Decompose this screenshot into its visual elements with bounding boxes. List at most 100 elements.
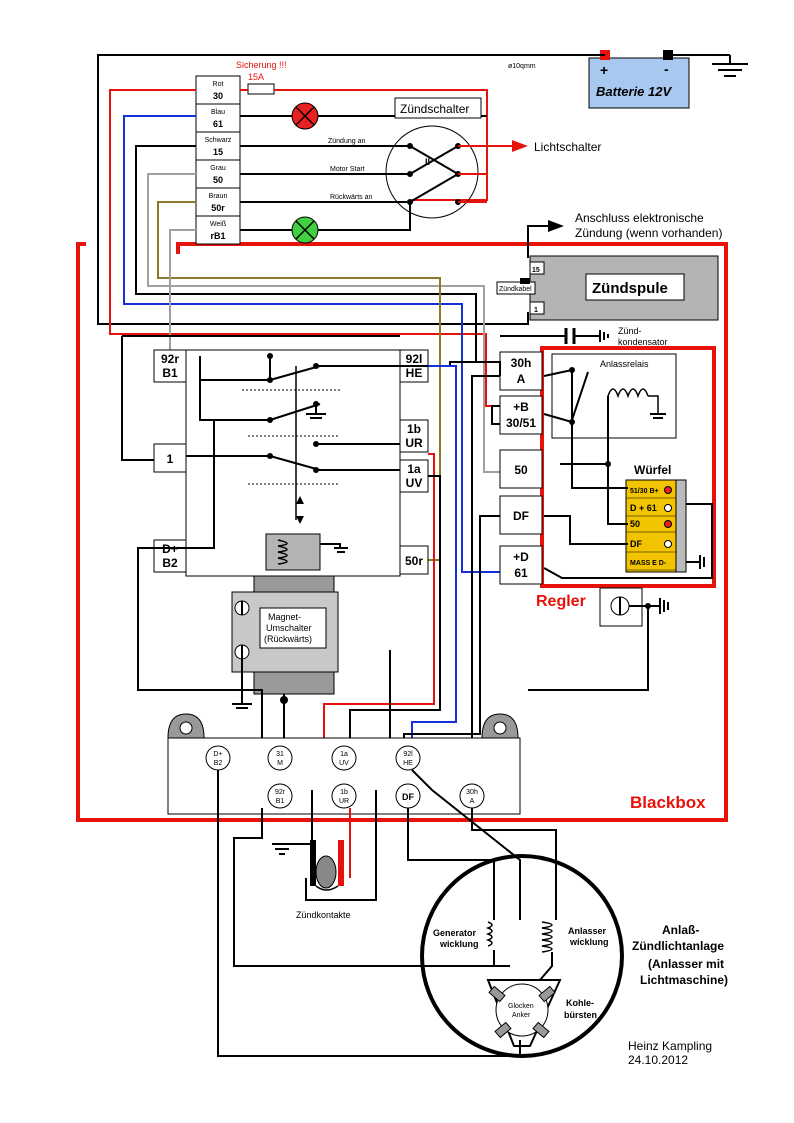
bottom-terminal-label: 31 — [276, 751, 284, 758]
switchbox-terminal-label: HE — [406, 366, 423, 380]
wire-color-name: Grau — [210, 165, 226, 172]
bottom-terminal-label: UR — [339, 798, 349, 805]
title-2: Zündlichtanlage — [632, 939, 724, 953]
wire-color-name: Weiß — [210, 221, 226, 228]
fuse-label: Sicherung !!! — [236, 60, 287, 70]
brushes-label-2: bürsten — [564, 1010, 597, 1020]
switchbox-terminal-label: B1 — [162, 366, 178, 380]
wire-color-term: rB1 — [210, 231, 225, 241]
arrow-right-icon — [512, 140, 528, 152]
ignition-contacts — [233, 790, 510, 967]
regler-terminal-label: DF — [513, 509, 529, 523]
title-4: Lichtmaschine) — [640, 973, 728, 987]
switchbox-terminal — [153, 349, 187, 383]
bottom-terminal-label: 92l — [403, 751, 413, 758]
bottom-terminal-label: A — [470, 798, 475, 805]
wire-color-name: Blau — [211, 109, 225, 116]
cube-terminal-dot — [664, 520, 672, 528]
magnet-label-1: Magnet- — [268, 612, 301, 622]
bottom-terminal-label: D+ — [213, 751, 222, 758]
regler-terminal-label: 30/51 — [506, 416, 536, 430]
bottom-terminal-label: UV — [339, 760, 349, 767]
switchbox-terminal-label: 92r — [161, 352, 179, 366]
wire-color-term: 15 — [213, 147, 223, 157]
bottom-terminal-label: B1 — [276, 798, 285, 805]
wire-color-block — [195, 75, 241, 245]
bottom-terminal-label: 92r — [275, 789, 286, 796]
cube-label: Würfel — [634, 463, 671, 477]
start-relay: Anlassrelais — [543, 353, 677, 467]
contacts-label: Zündkontakte — [296, 910, 351, 920]
regler-ground — [528, 587, 669, 691]
switchbox-terminal-label: 92l — [406, 352, 423, 366]
regler-terminal-label: 50 — [514, 463, 528, 477]
blackbox-outline — [76, 242, 728, 822]
regler-terminal — [499, 495, 543, 535]
ignition-on-label: Zündung an — [328, 138, 365, 145]
regler-terminal-label: +B — [513, 400, 529, 414]
switch-mark: II — [425, 157, 430, 167]
regler-label: Regler — [536, 593, 586, 610]
cable-label: ø10qmm — [508, 63, 536, 70]
regler-terminal — [499, 395, 543, 435]
date: 24.10.2012 — [628, 1053, 688, 1067]
switchbox-terminal — [153, 539, 187, 573]
cube-terminal-label: 50 — [630, 519, 640, 529]
switchbox-terminal-label: 50r — [405, 554, 423, 568]
bottom-terminal-label: 30h — [466, 789, 478, 796]
condenser-label-2: kondensator — [618, 337, 668, 347]
regler-terminal-label: +D — [513, 550, 529, 564]
switchbox-terminal — [153, 443, 187, 473]
fuse-icon — [247, 83, 275, 95]
bottom-terminal — [331, 783, 357, 809]
brushes-label-1: Kohle- — [566, 998, 594, 1008]
bottom-terminal — [267, 783, 293, 809]
switchbox-terminal-label: 1 — [167, 452, 174, 466]
ignition-switch-label: Zündschalter — [400, 102, 469, 116]
coil-label: Zündspule — [592, 280, 668, 297]
cube-terminal-dot — [664, 486, 672, 494]
cube-terminal-dot — [664, 504, 672, 512]
coil-cable-label: Zündkabel — [499, 286, 532, 293]
green-lamp-icon — [291, 202, 411, 244]
magnet-label-2: Umschalter — [266, 623, 312, 633]
svg-text:15: 15 — [532, 267, 540, 274]
bottom-terminal-label: DF — [402, 792, 414, 802]
wire-color-term: 30 — [213, 91, 223, 101]
ecu-label-2: Zündung (wenn vorhanden) — [575, 226, 722, 240]
title-3: (Anlasser mit — [648, 957, 724, 971]
cube-terminal-dot — [664, 540, 672, 548]
start-winding-label-1: Anlasser — [568, 926, 607, 936]
light-switch-label: Lichtschalter — [534, 140, 601, 154]
condenser-label-1: Zünd- — [618, 326, 642, 336]
cube-terminal-label: 51/30 B+ — [630, 488, 659, 495]
ignition-switch: Zündschalter II — [385, 97, 487, 219]
ignition-coil: Zündspule 15 1 Zündkabel — [496, 255, 719, 321]
battery: + - Batterie 12V — [588, 50, 690, 109]
regler-terminal — [499, 449, 543, 489]
wire-color-name: Schwarz — [205, 137, 232, 144]
regler-terminal-label: 61 — [514, 566, 528, 580]
author: Heinz Kampling — [628, 1039, 712, 1053]
wire-color-term: 50 — [213, 175, 223, 185]
switchbox-terminal — [399, 459, 429, 493]
gen-winding-label-2: wicklung — [439, 939, 479, 949]
battery-plus: + — [600, 62, 608, 78]
switchbox-terminal — [399, 545, 429, 575]
condenser-icon — [500, 328, 609, 344]
bottom-terminal — [395, 745, 421, 771]
blackbox-label: Blackbox — [630, 793, 706, 812]
regler-terminal-label: 30h — [511, 356, 532, 370]
bell-label-1: Glocken — [508, 1003, 534, 1010]
switchbox-terminal-label: B2 — [162, 556, 178, 570]
cube-terminal-label: D + 61 — [630, 503, 657, 513]
title-1: Anlaß- — [662, 923, 699, 937]
bottom-terminal-label: 1a — [340, 751, 348, 758]
regler-terminal — [499, 545, 543, 585]
wire-color-name: Rot — [213, 81, 224, 88]
regler-terminal — [499, 351, 543, 391]
switchbox-terminal-label: UV — [406, 476, 423, 490]
wire-color-name: Braun — [209, 193, 228, 200]
svg-text:1: 1 — [534, 307, 538, 314]
